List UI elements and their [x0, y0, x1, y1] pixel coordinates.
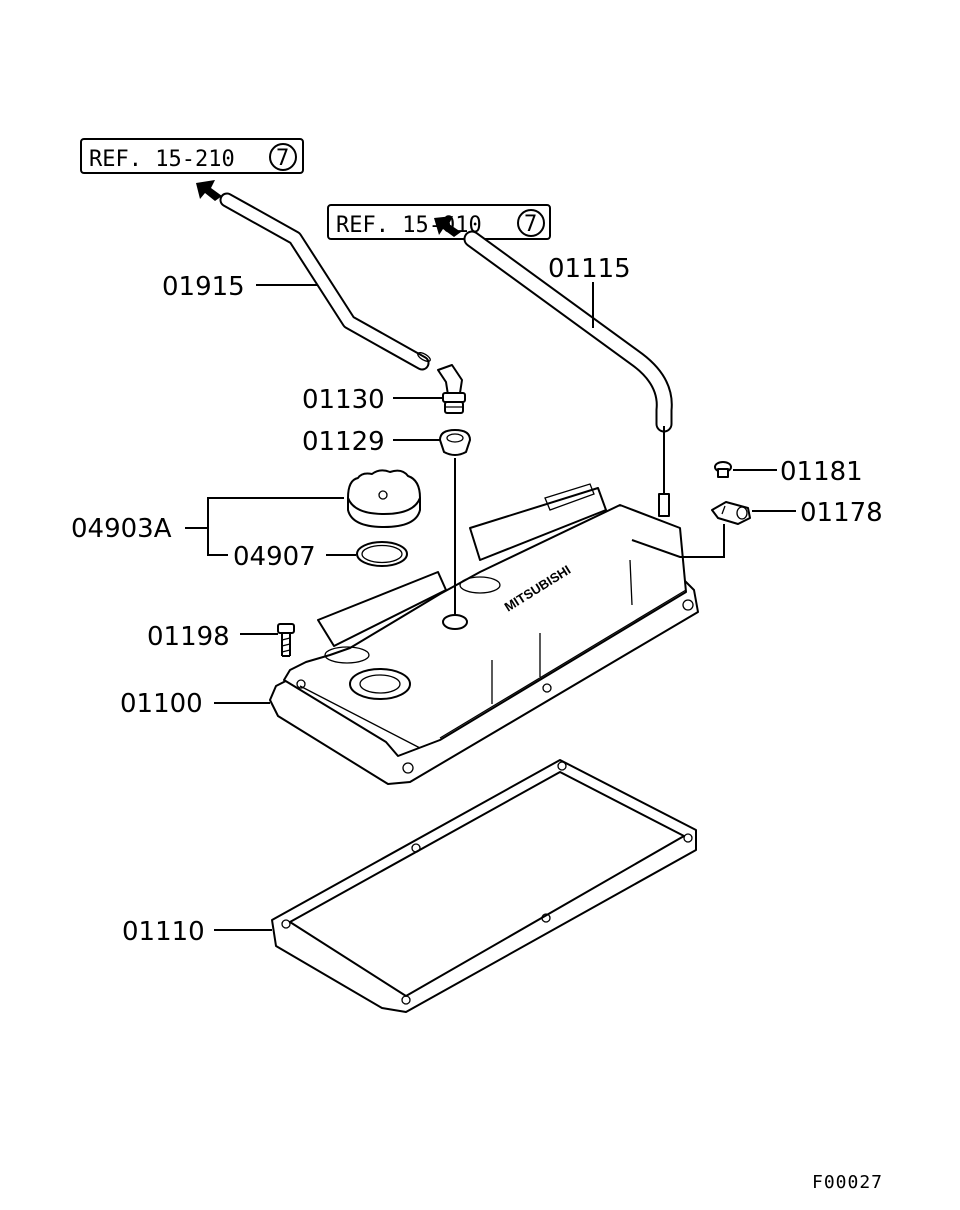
diagram-code: F00027 — [812, 1172, 883, 1193]
part-label-01115[interactable]: 01115 — [548, 254, 631, 284]
o-ring-04907[interactable] — [356, 541, 408, 567]
part-label-04907[interactable]: 04907 — [233, 542, 316, 572]
pcv-valve-01130[interactable] — [437, 364, 466, 414]
cover-gasket-01110[interactable] — [271, 759, 697, 1013]
arrow-icon — [434, 216, 461, 237]
arrow-icon — [196, 180, 222, 201]
reference-box-15-210[interactable]: REF. 15-210 7 — [80, 138, 304, 174]
part-label-01198[interactable]: 01198 — [147, 622, 230, 652]
part-label-01110[interactable]: 01110 — [122, 917, 205, 947]
grommet-01129[interactable] — [439, 429, 471, 456]
hose-01915[interactable] — [219, 192, 432, 371]
hose-01115[interactable] — [463, 230, 673, 433]
reference-circled-number: 7 — [276, 146, 289, 171]
reference-circled-number: 7 — [524, 212, 537, 237]
screw-01181[interactable] — [714, 461, 732, 478]
part-label-01100[interactable]: 01100 — [120, 689, 203, 719]
reference-text: REF. 15-210 — [89, 147, 235, 172]
reference-box-15-010[interactable]: REF. 15-010 7 — [327, 204, 551, 240]
part-label-01178[interactable]: 01178 — [800, 498, 883, 528]
reference-text: REF. 15-010 — [336, 213, 482, 238]
leader-lines — [185, 282, 796, 931]
part-label-01130[interactable]: 01130 — [302, 385, 385, 415]
bolt-01198[interactable] — [277, 623, 295, 657]
rocker-cover-01100[interactable]: MITSUBISHI — [269, 483, 699, 785]
part-label-01915[interactable]: 01915 — [162, 272, 245, 302]
clamp-01178[interactable] — [711, 501, 751, 525]
part-label-01129[interactable]: 01129 — [302, 427, 385, 457]
oil-filler-cap-04903A[interactable] — [347, 469, 421, 528]
part-label-01181[interactable]: 01181 — [780, 457, 863, 487]
part-label-04903A[interactable]: 04903A — [71, 514, 172, 544]
